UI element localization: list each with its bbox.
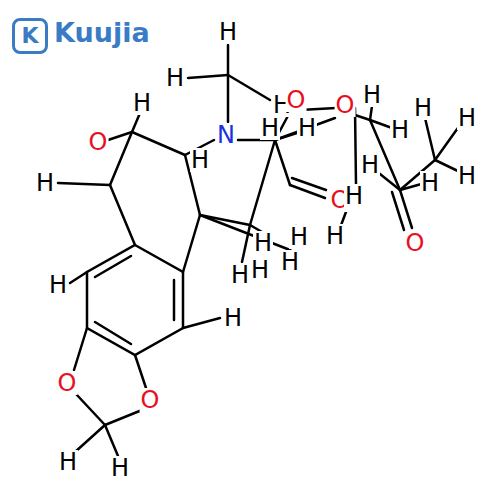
atom-label: H — [48, 273, 68, 297]
atom-label: H — [413, 96, 433, 120]
atom-label: H — [165, 66, 185, 90]
atom-label: N — [216, 123, 236, 147]
atom-label: O — [286, 88, 307, 112]
atom-label: H — [280, 250, 300, 274]
atom-label: H — [360, 153, 380, 177]
atom-label: H — [289, 225, 309, 249]
atom-label: H — [362, 83, 382, 107]
atom-label: H — [230, 263, 250, 287]
atom-label: O — [57, 371, 78, 395]
logo-mark: K — [12, 18, 48, 54]
atom-label: H — [218, 20, 238, 44]
atom-label: H — [132, 91, 152, 115]
atom-label: H — [58, 450, 78, 474]
atom-label: H — [457, 164, 477, 188]
atom-label: H — [325, 224, 345, 248]
atom-label: O — [88, 130, 109, 154]
atom-label: H — [35, 171, 55, 195]
atom-label: H — [253, 231, 273, 255]
atom-label: H — [223, 306, 243, 330]
atom-label: O — [140, 388, 161, 412]
atom-label: H — [457, 106, 477, 130]
atom-label: O — [405, 231, 426, 255]
atom-label: H — [250, 258, 270, 282]
atom-label: H — [390, 118, 410, 142]
atom-label: H — [297, 116, 317, 140]
atom-label: H — [344, 184, 364, 208]
watermark-text: Kuujia — [54, 16, 150, 50]
atom-label: H — [420, 171, 440, 195]
atom-label: O — [335, 93, 356, 117]
atom-label: H — [110, 456, 130, 480]
atom-label: H — [190, 148, 210, 172]
atom-label: H — [260, 116, 280, 140]
